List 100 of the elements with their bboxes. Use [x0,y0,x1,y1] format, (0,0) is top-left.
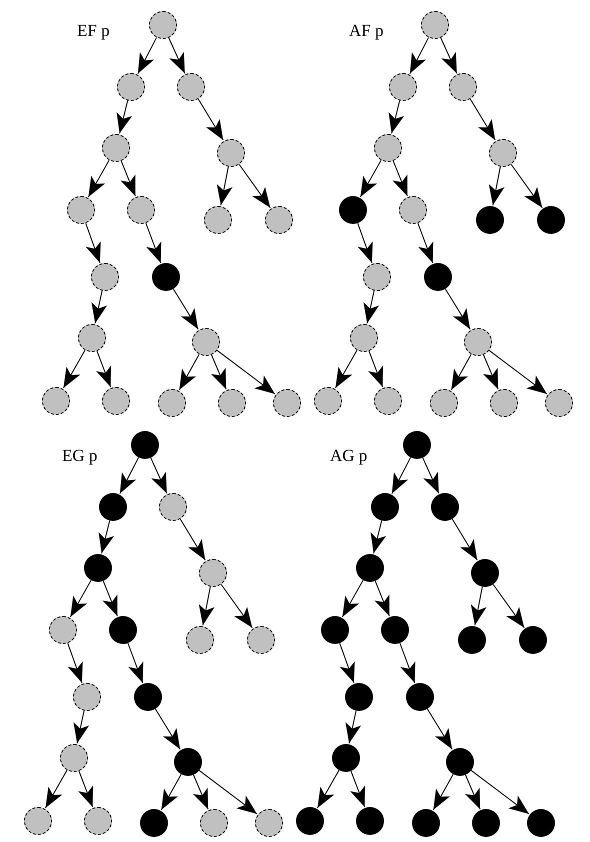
arrow [150,457,168,494]
arrow [316,770,340,808]
filled-circle-node [174,748,202,776]
filled-circle-node [134,683,162,711]
circle-node [374,387,402,415]
arrow [360,160,382,198]
arrow [172,288,199,330]
circle-node [177,73,205,101]
arrow [426,708,453,750]
filled-circle-node [140,809,168,837]
arrow [85,222,101,264]
arrow [168,37,186,74]
arrow [391,456,412,494]
filled-circle-node [458,626,486,654]
tree-label: EF p [77,22,110,39]
circle-node [255,809,283,837]
circle-node [199,559,227,587]
circle-node [73,683,101,711]
circle-node [158,389,186,417]
tree-label: EG p [62,447,98,464]
arrow [417,222,434,264]
circle-node [78,324,106,352]
arrow [120,160,136,197]
arrow [67,642,83,684]
filled-circle-node [537,206,565,234]
arrow [102,580,118,617]
circle-node [273,389,301,417]
circle-node [186,626,214,654]
tree-label: AF p [349,22,384,39]
arrow [220,584,253,628]
circle-node [200,809,228,837]
arrow [238,164,271,208]
arrow [98,520,114,554]
arrow [216,350,276,394]
circle-node [489,139,517,167]
circle-node [102,387,130,415]
arrow [363,290,380,324]
circle-node [67,196,95,224]
circle-node [117,73,145,101]
arrow [370,520,386,554]
arrow [88,160,110,198]
arrow [198,98,224,141]
tree-label: AG p [330,447,368,464]
circle-node [265,206,293,234]
circle-node [102,134,130,162]
arrow [470,770,530,814]
circle-node [449,73,477,101]
arrow [392,160,408,197]
arrow [137,36,158,74]
circle-node [545,389,573,417]
arrow [210,354,227,390]
arrow [339,642,355,684]
circle-node [60,744,88,772]
arrow [334,350,358,388]
arrow [464,774,481,810]
arrow [374,580,390,617]
arrow [198,586,215,626]
arrow [444,288,471,330]
circle-node [91,263,119,291]
circle-node [363,263,391,291]
arrow [178,354,200,390]
circle-node [127,196,155,224]
circle-node [218,389,246,417]
arrow [409,36,430,74]
arrow [91,290,108,324]
circle-node [374,134,402,162]
filled-circle-node [332,744,360,772]
circle-node [399,196,427,224]
filled-circle-node [471,559,499,587]
arrow [488,350,548,394]
circle-node [204,206,232,234]
circle-node [192,328,220,356]
arrow [96,350,112,388]
filled-circle-node [109,616,137,644]
filled-circle-node [403,431,431,459]
arrow [470,586,487,626]
arrow [160,774,182,810]
filled-circle-node [356,554,384,582]
arrow [70,580,92,618]
filled-circle-node [519,626,547,654]
arrow [492,584,525,628]
filled-circle-node [131,431,159,459]
circle-node [490,389,518,417]
filled-circle-node [446,748,474,776]
arrow [342,580,364,618]
arrow [192,774,209,810]
arrow [488,166,505,206]
filled-circle-node [371,493,399,521]
arrow [432,774,454,810]
arrow [198,770,258,814]
circle-node [389,73,417,101]
arrow [345,710,362,744]
arrow [154,708,181,750]
circle-node [314,387,342,415]
arrow [350,770,366,808]
circle-node [49,616,77,644]
circle-node [464,328,492,356]
filled-circle-node [406,683,434,711]
filled-circle-node [339,196,367,224]
arrow [399,642,416,684]
